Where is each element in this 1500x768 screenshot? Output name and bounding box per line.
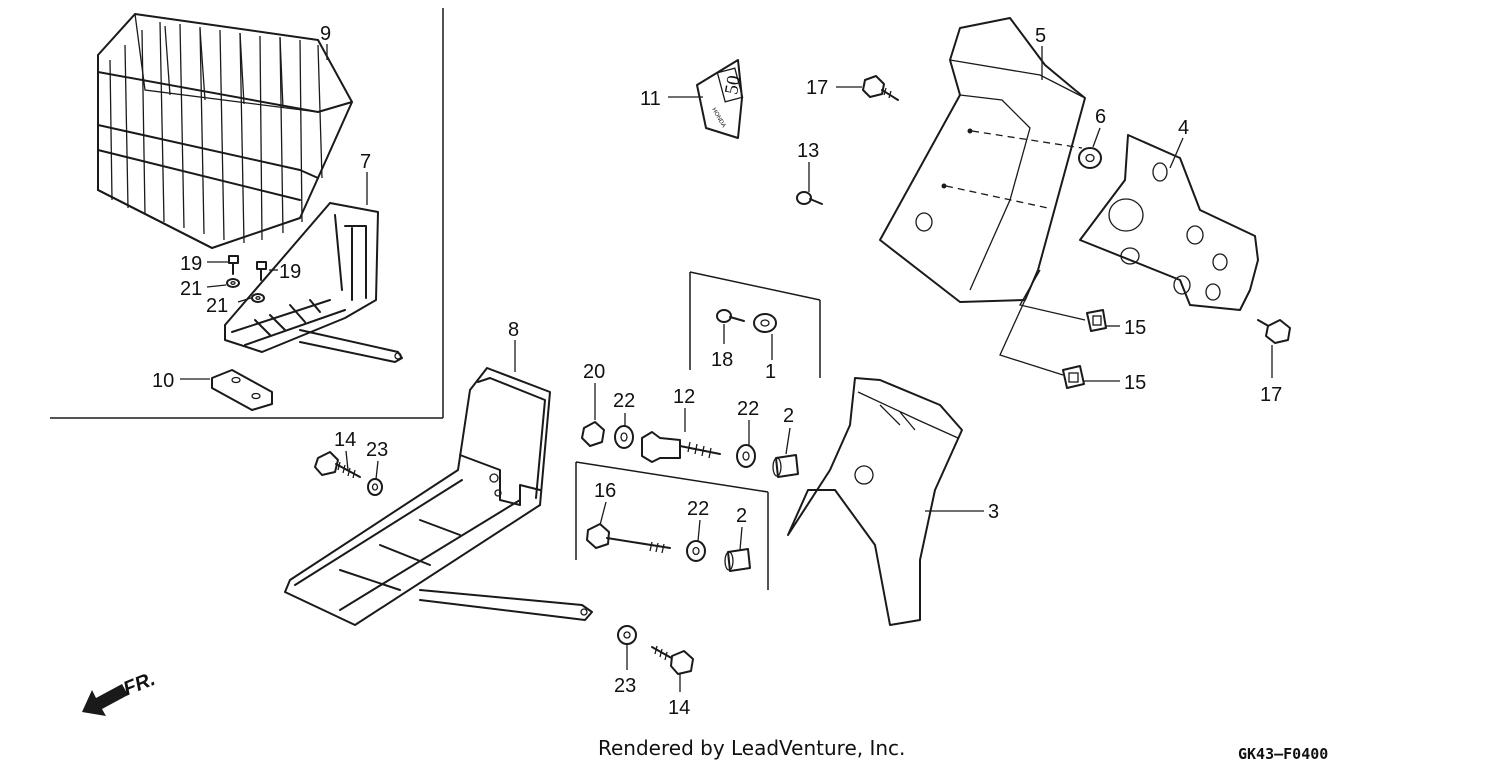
callout-15-upper: 15: [1124, 317, 1146, 339]
group-box-lower: [575, 461, 769, 590]
bolt-17-top: [862, 75, 899, 101]
callout-9: 9: [320, 23, 331, 45]
callout-22-b: 22: [737, 398, 759, 420]
bolt-19-right: [256, 261, 267, 281]
basket: [97, 13, 353, 249]
grommet-6: [1078, 147, 1102, 169]
washer-21-left: [226, 278, 240, 288]
inset-frame: [50, 8, 444, 419]
direction-label: FR.: [120, 668, 158, 700]
callout-13: 13: [797, 140, 819, 162]
bolt-19-left: [228, 255, 239, 275]
washer-23-left: [367, 478, 383, 496]
bolt-14-lower: [651, 645, 694, 675]
washer-23-lower: [617, 625, 637, 645]
callout-21-left: 21: [180, 278, 202, 300]
callout-11: 11: [640, 88, 661, 110]
callout-17-top: 17: [806, 77, 828, 99]
callout-20: 20: [583, 361, 605, 383]
inner-cover: [1079, 134, 1259, 311]
callout-10: 10: [152, 370, 174, 392]
clip-15-upper: [1086, 309, 1107, 332]
callout-12: 12: [673, 386, 695, 408]
front-direction-arrow: FR.: [82, 668, 158, 716]
callout-7: 7: [360, 151, 371, 173]
callout-14-lower: 14: [668, 697, 690, 719]
callout-3: 3: [988, 501, 999, 523]
callout-17-right: 17: [1260, 384, 1282, 406]
callout-8: 8: [508, 319, 519, 341]
callout-2-upper: 2: [783, 405, 794, 427]
leg-shield: [787, 377, 963, 626]
callout-5: 5: [1035, 25, 1046, 47]
callout-6: 6: [1095, 106, 1106, 128]
bolt-16: [586, 523, 671, 554]
callout-23-lower: 23: [614, 675, 636, 697]
clip-15-lower: [1062, 365, 1085, 389]
washer-22-a: [614, 425, 634, 449]
callout-18: 18: [711, 349, 733, 371]
bolt-12: [641, 431, 721, 463]
callout-21-right: 21: [206, 295, 228, 317]
diagram-code: GK43—F0400: [1238, 745, 1329, 763]
front-carrier: [284, 367, 593, 626]
footer-credit: Rendered by LeadVenture, Inc.: [598, 736, 906, 760]
callout-19-right: 19: [279, 261, 301, 283]
callout-2-lower: 2: [736, 505, 747, 527]
callout-14-left: 14: [334, 429, 356, 451]
callout-15-lower: 15: [1124, 372, 1146, 394]
plate-bracket: [211, 369, 273, 411]
washer-22-c: [686, 540, 706, 562]
front-cover: [879, 17, 1086, 303]
screw-18: [716, 309, 745, 323]
callout-23-left: 23: [366, 439, 388, 461]
washer-21-right: [251, 293, 265, 303]
emblem: 50 HONDA: [696, 59, 745, 139]
callout-22-a: 22: [613, 390, 635, 412]
callout-22-c: 22: [687, 498, 709, 520]
basket-bracket: [224, 202, 403, 363]
collar-2-b: [724, 548, 751, 572]
emblem-number: 50: [721, 74, 745, 96]
collar-2-a: [772, 454, 799, 478]
bolt-14-left: [314, 451, 361, 479]
nut-20: [581, 421, 605, 447]
callout-19-left: 19: [180, 253, 202, 275]
group-box-upper: [689, 271, 821, 378]
bolt-17-right: [1257, 319, 1291, 344]
callout-labels: 9 7 19 19 21 21 10 8 11 17 13 5 6 4 15 1…: [152, 23, 1282, 719]
collar-1: [753, 313, 777, 333]
leader-lines: [180, 44, 1273, 692]
washer-22-b: [736, 444, 756, 468]
callout-1: 1: [765, 361, 776, 383]
callout-4: 4: [1178, 117, 1189, 139]
screw-13: [796, 191, 823, 205]
callout-16: 16: [594, 480, 616, 502]
